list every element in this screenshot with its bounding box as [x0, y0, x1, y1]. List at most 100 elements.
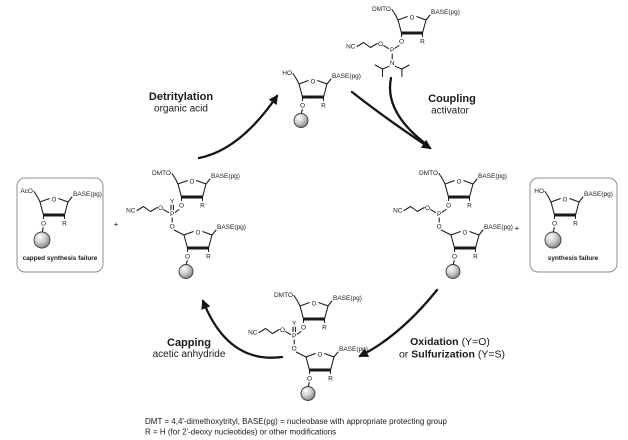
r-label: R	[467, 203, 472, 210]
r-label: R	[420, 39, 425, 46]
bond	[307, 381, 310, 387]
bond	[472, 178, 478, 185]
capped-failure-nucleoside: O BASE(pg) R O AcO	[20, 188, 102, 249]
oxidized-phosphotriester-dimer: O BASE(pg) R DMTO O P Y O NC O O BASE(pg…	[248, 292, 368, 401]
ring-oxygen-label: O	[196, 230, 201, 236]
bond	[552, 226, 555, 233]
nitrogen-label: N	[390, 60, 395, 67]
bond	[285, 331, 292, 336]
phosphite-triester-dimer: O BASE(pg) R DMTO O P O NC O O BASE(pg) …	[393, 170, 513, 279]
base-label: BASE(pg)	[339, 346, 368, 353]
r-label: R	[573, 221, 578, 228]
base-label: BASE(pg)	[332, 73, 361, 80]
oxygen-label: O	[452, 254, 457, 261]
oxygen-label: O	[179, 203, 184, 210]
oxygen-label: O	[280, 327, 285, 334]
support-nucleoside-unit: O BASE(pg) R O	[445, 224, 513, 279]
bond	[292, 72, 300, 85]
cyanoethyl-chain	[258, 327, 280, 335]
solid-support-bead	[445, 264, 461, 279]
bond	[293, 294, 301, 307]
bond	[452, 259, 455, 265]
solid-support-bead	[178, 264, 194, 279]
oxygen-label: O	[170, 224, 175, 231]
r-label: R	[321, 103, 326, 110]
cyanoethyl-chain	[356, 41, 378, 49]
capped-failure-caption: capped synthesis failure	[23, 255, 98, 262]
bond	[544, 190, 552, 203]
box-border	[16, 177, 104, 273]
bond	[430, 209, 437, 214]
ring-oxygen-label: O	[457, 179, 462, 185]
failure-box: O BASE(pg) R O HO synthesis failure	[529, 177, 618, 273]
plus-sign: +	[114, 220, 119, 229]
bond	[383, 45, 390, 50]
r-label: R	[473, 254, 478, 261]
y-substituent-label: Y	[292, 321, 297, 328]
base-label: BASE(pg)	[333, 295, 362, 302]
solid-support-bead	[544, 231, 562, 249]
base-label: BASE(pg)	[211, 173, 240, 180]
isopropyl-bond	[374, 64, 384, 70]
detritylation-step-label: Detritylation	[149, 91, 213, 103]
dmt-label: DMTO	[274, 292, 293, 299]
ring-oxygen-label: O	[190, 179, 195, 185]
capped-failure-box: O BASE(pg) R O AcO capped synthesis fail…	[16, 177, 104, 273]
bond	[478, 229, 484, 236]
bond	[295, 351, 307, 358]
support-nucleoside-unit: O BASE(pg) R O	[178, 224, 246, 279]
oxidation-step-label: Oxidation(Y=O)	[410, 336, 490, 348]
ring-oxygen-label: O	[311, 79, 316, 85]
oxygen-label: O	[378, 41, 383, 48]
coupling-arrow	[350, 90, 432, 150]
bond	[381, 65, 390, 70]
oxygen-label: O	[41, 221, 46, 228]
detritylation-arrow	[197, 94, 279, 160]
phosphorus-label: P	[292, 333, 296, 340]
bond	[440, 229, 452, 236]
r-label: R	[206, 254, 211, 261]
phosphorus-label: P	[170, 211, 174, 218]
bond	[394, 65, 403, 70]
bond	[394, 44, 400, 49]
solid-support-bead	[33, 231, 51, 249]
dmt-label: DMTO	[152, 170, 171, 177]
cyanoethyl-chain	[136, 205, 158, 213]
bond	[171, 172, 179, 185]
oxygen-label: O	[437, 224, 442, 231]
bond	[174, 208, 180, 213]
oxygen-label: O	[158, 205, 163, 212]
oxygen-label: O	[292, 346, 297, 353]
footnote-line2: R = H (for 2'-deoxy nucleotides) or othe…	[145, 428, 336, 437]
bond	[173, 229, 185, 236]
bond	[67, 196, 73, 203]
bond	[425, 14, 431, 21]
phosphoramidite-monomer: O BASE(pg) R DMTO O P O NC N	[346, 6, 460, 78]
phosphorus-label: P	[437, 211, 441, 218]
bond	[333, 351, 339, 358]
oxygen-label: O	[185, 254, 190, 261]
failure-caption: synthesis failure	[548, 255, 599, 262]
base-label: BASE(pg)	[431, 9, 460, 16]
oxidation-arrow	[358, 288, 439, 358]
base-label: BASE(pg)	[584, 191, 613, 198]
base-label: BASE(pg)	[484, 224, 513, 231]
nitrile-label: NC	[126, 208, 136, 215]
phosphotriester-dimer-left: O BASE(pg) R DMTO O P Y O NC O O BASE(pg…	[126, 170, 246, 279]
solid-support-bead	[293, 113, 309, 128]
r-label: R	[62, 221, 67, 228]
support-nucleoside-unit: O BASE(pg) R O	[300, 346, 368, 401]
capping-step-label: Capping	[167, 337, 211, 349]
bond	[391, 8, 399, 21]
dmt-label: DMTO	[372, 6, 391, 13]
solid-support-bead	[300, 386, 316, 401]
acetyl-label: AcO	[20, 188, 33, 195]
oxygen-label: O	[552, 221, 557, 228]
r-label: R	[200, 203, 205, 210]
ring-oxygen-label: O	[318, 352, 323, 358]
nitrile-label: NC	[393, 208, 403, 215]
capping-arrow	[201, 299, 284, 359]
